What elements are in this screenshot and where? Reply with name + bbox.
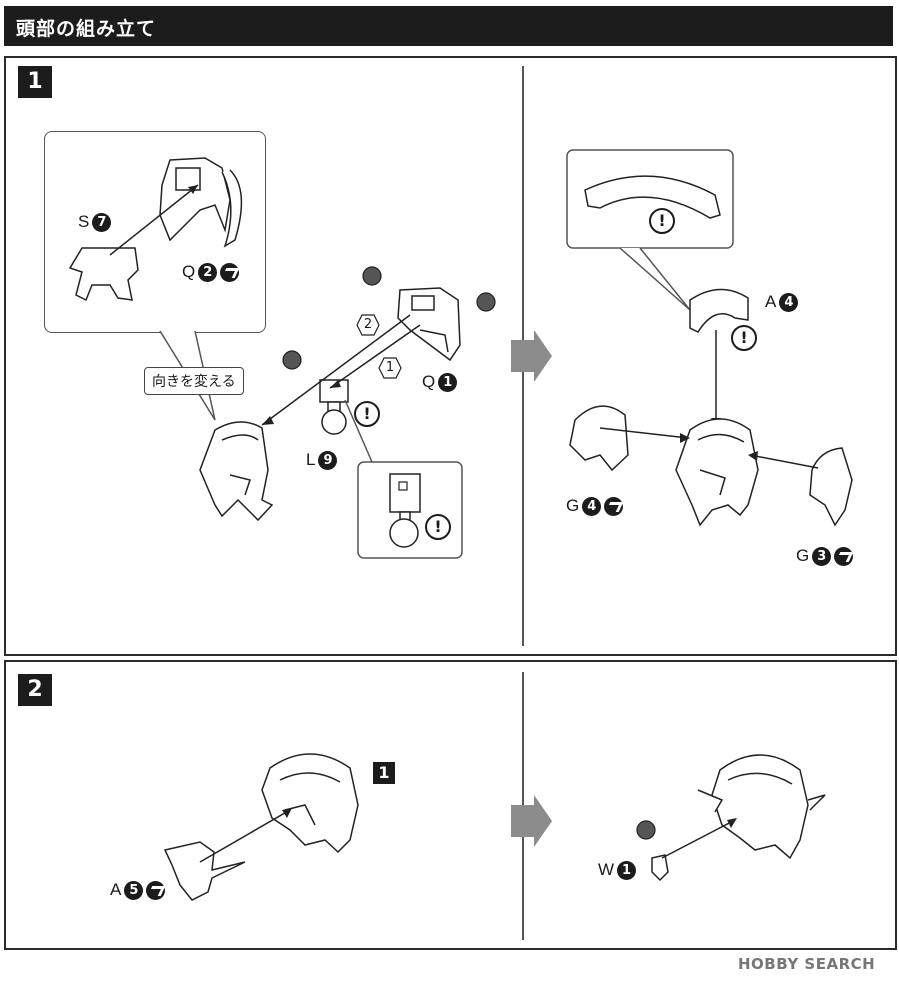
- part-label-a5: A 5: [110, 880, 166, 900]
- l9-callout-leader: [344, 399, 373, 463]
- a4-detail-callout: [566, 149, 734, 249]
- part-letter: A: [765, 292, 777, 311]
- watermark: HOBBY SEARCH: [738, 955, 876, 973]
- part-label-g3: G 3: [796, 546, 854, 566]
- arrow-1: [329, 324, 421, 389]
- part-letter: G: [796, 546, 810, 565]
- part-letter: L: [306, 450, 316, 469]
- part-number-badge: 7: [92, 212, 112, 232]
- part-label-s7: S 7: [78, 212, 112, 232]
- part-letter: A: [110, 880, 122, 899]
- a4-part-drawing: [689, 288, 749, 333]
- part-label-l9: L 9: [306, 450, 338, 470]
- step-1-number: 1: [18, 66, 52, 98]
- arrow-2: [261, 314, 411, 426]
- part-label-q1: Q 1: [422, 372, 458, 392]
- step2-head-drawing: [261, 753, 359, 854]
- part-number-badge: 2: [198, 262, 218, 282]
- part-label-q2: Q 2: [182, 262, 240, 282]
- step-ref-badge: 1: [373, 762, 395, 784]
- inner-frame-drawing: [159, 157, 243, 248]
- a4-detail-drawing: [584, 175, 721, 219]
- part-letter: S: [78, 212, 90, 231]
- part-letter: Q: [182, 262, 196, 281]
- g4-part-drawing: [569, 405, 629, 472]
- g3-arrow: [749, 454, 819, 469]
- part-letter: G: [566, 496, 580, 515]
- cut-icon: [220, 262, 240, 282]
- g3-part-drawing: [809, 447, 853, 527]
- g4-arrow: [599, 427, 689, 439]
- a5-part-drawing: [163, 841, 246, 901]
- page-title: 頭部の組み立て: [16, 18, 157, 40]
- part-letter: Q: [422, 372, 436, 391]
- part-number-badge: 1: [617, 860, 637, 880]
- part-number-badge: 4: [779, 292, 799, 312]
- next-arrow-icon: [511, 795, 552, 847]
- part-number-badge: 9: [318, 450, 338, 470]
- q1-frame-drawing: [397, 287, 461, 362]
- step-2-number: 2: [18, 674, 52, 706]
- s7-part-drawing: [68, 247, 139, 302]
- w1-part-drawing: [651, 854, 669, 882]
- s7-arrow: [109, 184, 199, 256]
- part-number-badge: 5: [124, 880, 144, 900]
- w1-arrow: [661, 819, 736, 859]
- caution-icon: !: [731, 325, 757, 351]
- cut-icon: [604, 496, 624, 516]
- head-shell-drawing: [199, 421, 274, 522]
- order-label-2: 2: [356, 314, 380, 336]
- order-label-1: 1: [378, 357, 402, 379]
- cut-icon: [146, 880, 166, 900]
- part-label-a4: A 4: [765, 292, 799, 312]
- part-letter: W: [598, 860, 615, 879]
- rotate-note: 向きを変える: [144, 367, 244, 395]
- glue-drop-icon: [282, 266, 656, 840]
- l9-part-drawing: [319, 379, 349, 435]
- part-number-badge: 1: [438, 372, 458, 392]
- a5-arrow: [199, 809, 291, 863]
- part-number-badge: 4: [582, 496, 602, 516]
- cut-icon: [834, 546, 854, 566]
- head-assembly-drawing: [675, 418, 759, 527]
- part-label-g4: G 4: [566, 496, 624, 516]
- part-number-badge: 3: [812, 546, 832, 566]
- page-header: 頭部の組み立て: [4, 6, 893, 46]
- next-arrow-icon: [511, 330, 552, 382]
- step2-final-head-drawing: [697, 754, 826, 860]
- caution-icon: !: [649, 208, 675, 234]
- part-label-w1: W 1: [598, 860, 637, 880]
- caution-icon: !: [354, 401, 380, 427]
- caution-icon: !: [425, 514, 451, 540]
